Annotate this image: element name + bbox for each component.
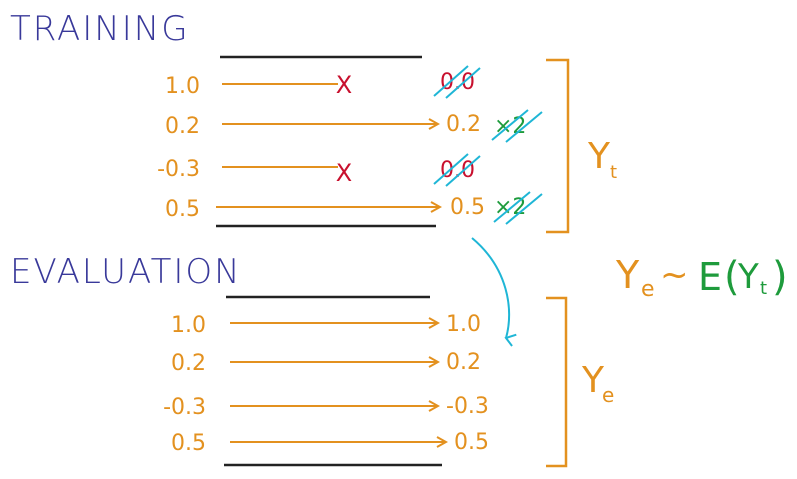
formula-close: ) [772, 254, 788, 300]
evaluation-row-output: 0.2 [446, 350, 481, 375]
training-row-input: 1.0 [165, 74, 200, 99]
formula-tilde: ~ [660, 255, 689, 295]
evaluation-row-output: -0.3 [446, 394, 489, 419]
training-row: -0.3 X 0.0 [157, 153, 481, 187]
training-heading: TRAINING [10, 9, 190, 49]
evaluation-row: 0.5 0.5 [171, 430, 489, 456]
evaluation-row-output: 1.0 [446, 312, 481, 337]
transfer-arrow [471, 237, 517, 347]
strike-icon [433, 153, 481, 187]
evaluation-row: -0.3 -0.3 [163, 394, 489, 420]
formula-lhs-sub: e [641, 277, 655, 302]
training-row-input: 0.5 [165, 197, 200, 222]
training-row-output: 0.2 [446, 112, 481, 137]
formula-expect: E [698, 255, 722, 299]
training-bracket-label: Y [587, 136, 611, 177]
training-row: 1.0 X 0.0 [165, 65, 481, 99]
evaluation-bracket-label: Y [581, 360, 605, 401]
evaluation-row-input: 1.0 [171, 313, 206, 338]
formula-lhs: Y [615, 253, 640, 297]
evaluation-heading: EVALUATION [10, 252, 242, 292]
training-row-input: 0.2 [165, 114, 200, 139]
strike-icon [491, 109, 543, 143]
evaluation-row: 1.0 1.0 [171, 312, 481, 338]
evaluation-bracket-sub: e [602, 383, 614, 407]
formula-arg: Y [737, 257, 759, 297]
training-row-output-crossed: 0.0 [440, 158, 475, 183]
training-row-output-crossed: 0.0 [440, 70, 475, 95]
drop-x-icon: X [336, 159, 352, 187]
evaluation-row: 0.2 0.2 [171, 350, 481, 376]
formula-open: ( [724, 254, 740, 300]
strike-icon [433, 65, 481, 99]
formula-arg-sub: t [760, 278, 767, 299]
strike-icon [493, 191, 543, 225]
training-row-output: 0.5 [450, 195, 485, 220]
evaluation-row-input: 0.5 [171, 431, 206, 456]
evaluation-bracket [546, 296, 568, 468]
drop-x-icon: X [336, 71, 352, 99]
evaluation-row-input: -0.3 [163, 395, 206, 420]
evaluation-row-input: 0.2 [171, 351, 206, 376]
training-bracket-sub: t [610, 162, 617, 183]
training-row: 0.5 0.5 ×2 [165, 191, 543, 225]
training-bracket [546, 58, 570, 234]
training-row: 0.2 0.2 ×2 [165, 109, 543, 143]
expectation-formula: Y e ~ E ( Y t ) [615, 253, 788, 302]
training-row-input: -0.3 [157, 157, 200, 182]
evaluation-row-output: 0.5 [454, 430, 489, 455]
